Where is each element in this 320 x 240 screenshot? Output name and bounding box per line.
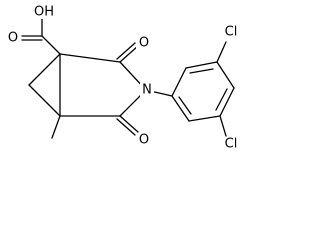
chlorine-bottom-label: Cl	[225, 137, 238, 152]
upper-carbonyl-oxygen-label: O	[139, 36, 149, 51]
bond-ar-4	[219, 87, 235, 117]
lower-carbonyl-oxygen-label: O	[139, 133, 149, 148]
molecule-stage: OH O O O N Cl Cl	[6, 4, 242, 152]
bond-ar-1	[171, 67, 187, 97]
bond-ar-double-3	[178, 96, 192, 115]
bond-ar-double-1	[189, 68, 214, 74]
carboxyl-oxygen-label: O	[8, 31, 18, 46]
cyclopropane-ring	[28, 53, 61, 117]
imide-nitrogen-label: N	[142, 83, 152, 98]
dichlorophenyl-ring	[171, 61, 235, 122]
bond-c2-o-a	[119, 45, 139, 63]
bond-c5-methyl	[51, 115, 61, 139]
bond-c4-o-b	[116, 118, 136, 136]
atom-labels: OH O O O N Cl Cl	[6, 5, 242, 152]
bond-ar-5	[188, 115, 221, 122]
chemical-structure-diagram: OH O O O N Cl Cl	[6, 4, 242, 152]
bond-ar-2	[185, 61, 218, 69]
imide-ring	[59, 53, 147, 117]
bond-ar-3	[216, 61, 235, 89]
bond-ar-double-2	[215, 88, 228, 111]
bond-c2-o-b	[116, 42, 136, 60]
chlorine-top-label: Cl	[225, 25, 238, 40]
bond-c1-c2	[59, 53, 121, 63]
bond-c4-o-a	[119, 115, 139, 133]
bond-ar-6	[171, 95, 190, 122]
bond-ar-cl-top	[216, 41, 227, 63]
bond-ar-cl-bottom	[219, 115, 227, 137]
carboxylic-acid-group	[21, 17, 61, 55]
bond-c5-c6	[28, 84, 61, 117]
hydroxyl-label: OH	[34, 5, 54, 20]
bond-c1-cooh	[41, 35, 61, 55]
bond-c1-c6	[28, 53, 61, 86]
imide-carbonyls	[116, 42, 139, 136]
